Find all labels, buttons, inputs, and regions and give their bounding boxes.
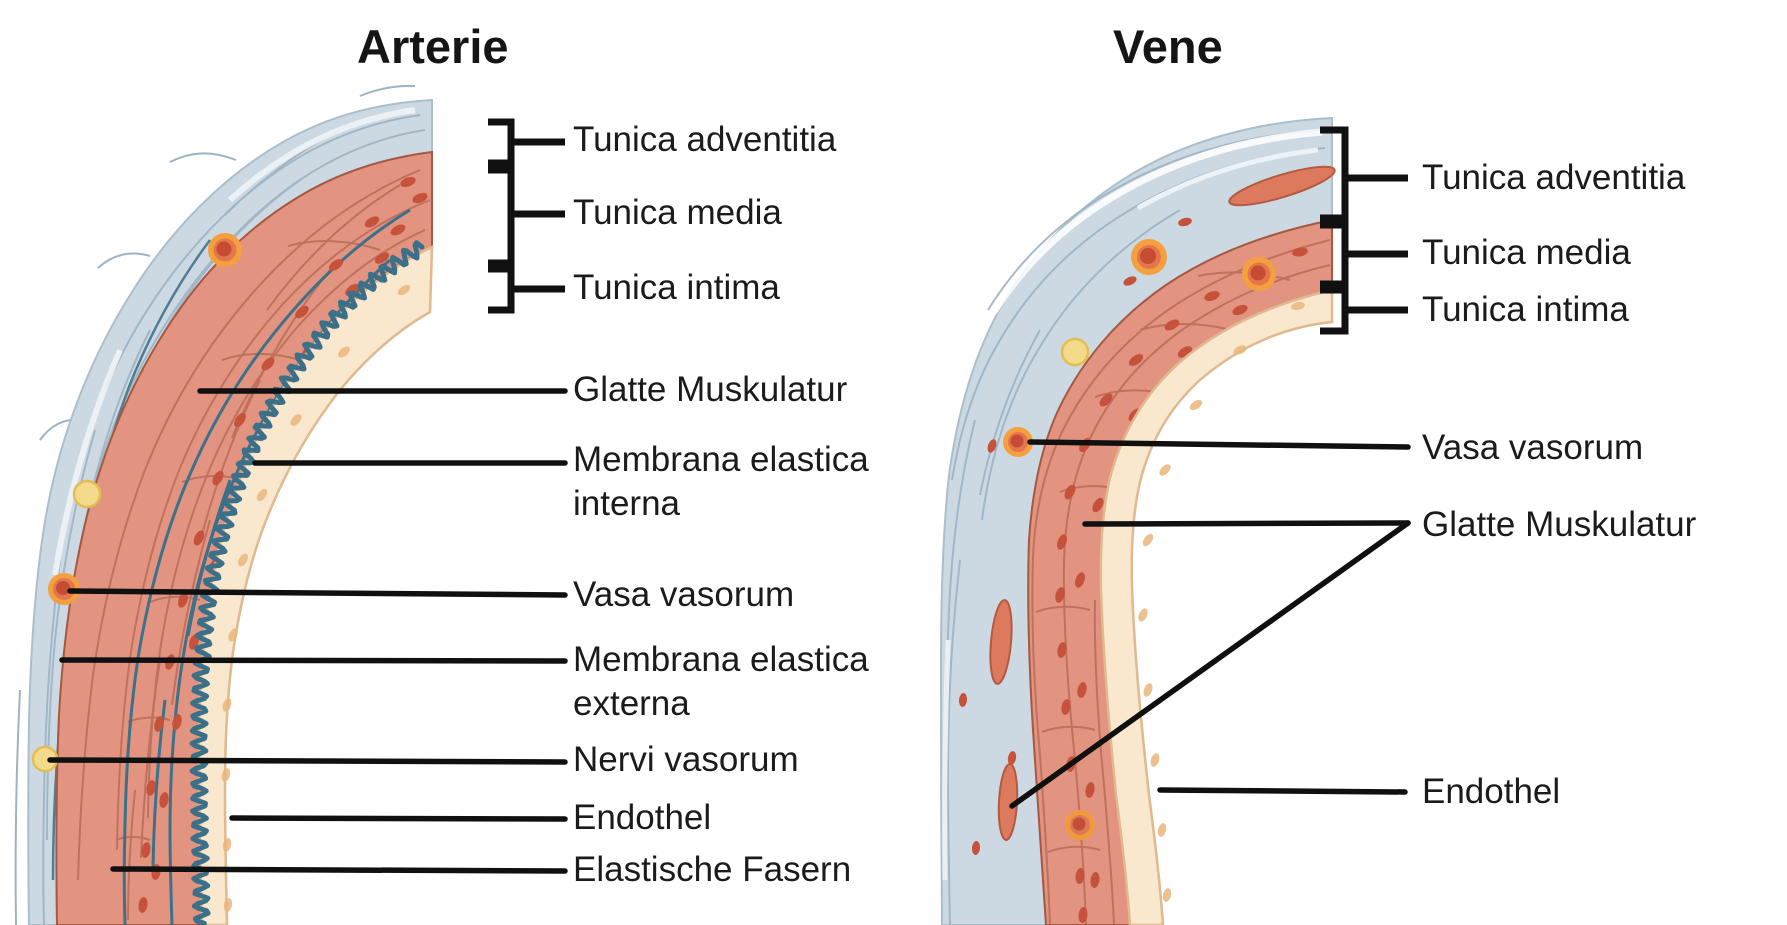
vein-label-tunica-media: Tunica media bbox=[1422, 233, 1631, 272]
leader-vasa-vasorum bbox=[67, 588, 568, 598]
artery-label-tunica-intima: Tunica intima bbox=[573, 268, 780, 307]
leader-nervi-vasorum bbox=[47, 757, 568, 765]
vein-label-glatte-muskulatur: Glatte Muskulatur bbox=[1422, 505, 1697, 544]
vein-nervi-vasorum-cell bbox=[1060, 337, 1090, 367]
vein-illustration bbox=[940, 116, 1336, 925]
vein-label-vasa-vasorum: Vasa vasorum bbox=[1422, 428, 1644, 467]
artery-illustration bbox=[14, 84, 434, 925]
artery-label-tunica-media: Tunica media bbox=[573, 193, 782, 232]
artery-membrana-elastica-interna bbox=[189, 240, 425, 925]
artery-label-elastische-fasern: Elastische Fasern bbox=[573, 850, 852, 889]
vein-adventitia-highlights bbox=[942, 128, 1323, 881]
vein-vasa-vasorum-cell-labeled bbox=[1003, 427, 1033, 457]
vein-layer-brackets bbox=[1320, 126, 1408, 335]
artery-title: Arterie bbox=[357, 20, 509, 73]
vein-intima-dots bbox=[1138, 301, 1305, 902]
artery-label-endothel: Endothel bbox=[573, 798, 712, 837]
leader-vein-glatte-muskulatur-1 bbox=[1082, 520, 1411, 527]
vein-label-tunica-intima: Tunica intima bbox=[1422, 290, 1629, 329]
artery-label-glatte-muskulatur: Glatte Muskulatur bbox=[573, 370, 848, 409]
vein-adventitia-nuclei bbox=[958, 217, 1192, 855]
artery-label-nervi-vasorum: Nervi vasorum bbox=[573, 740, 799, 779]
leader-vein-glatte-muskulatur-2 bbox=[1009, 520, 1411, 809]
leader-vein-vasa-vasorum bbox=[1027, 439, 1411, 450]
artery-label-membrana-elastica-externa: Membrana elastica externa bbox=[573, 640, 869, 723]
artery-label-vasa-vasorum: Vasa vasorum bbox=[573, 575, 795, 614]
artery-vasa-vasorum-cell-lower bbox=[48, 573, 80, 605]
vein-bracket-tunica-adventitia bbox=[1320, 126, 1349, 222]
artery-leader-lines bbox=[47, 388, 568, 874]
vein-adventitia-muscle-patches bbox=[989, 165, 1336, 841]
vein-leader-lines bbox=[1009, 439, 1411, 809]
artery-vasa-vasorum-cell-upper bbox=[208, 233, 242, 267]
leader-vein-endothel bbox=[1157, 787, 1408, 795]
vein-title: Vene bbox=[1113, 20, 1223, 73]
artery-layer-brackets bbox=[488, 118, 565, 314]
artery-label-tunica-adventitia: Tunica adventitia bbox=[573, 120, 837, 159]
artery-adventitia-highlights bbox=[52, 107, 416, 576]
artery-bracket-tunica-adventitia bbox=[488, 118, 515, 167]
vein-label-tunica-adventitia: Tunica adventitia bbox=[1422, 158, 1686, 197]
vein-vasa-vasorum-cell-top-left bbox=[1131, 239, 1167, 275]
artery-nervi-vasorum-cell-upper bbox=[72, 479, 102, 509]
artery-bracket-tunica-intima bbox=[488, 265, 515, 314]
artery-label-membrana-elastica-interna: Membrana elastica interna bbox=[573, 440, 869, 523]
vein-media-cell bbox=[1065, 810, 1095, 840]
leader-elastische-fasern bbox=[110, 866, 568, 874]
vein-label-endothel: Endothel bbox=[1422, 772, 1561, 811]
leader-endothel bbox=[229, 815, 568, 822]
artery-intima-dots bbox=[221, 284, 411, 912]
leader-membrana-elastica-externa bbox=[59, 657, 568, 664]
vein-vasa-vasorum-cell-top-right bbox=[1242, 257, 1276, 291]
artery-bracket-tunica-media bbox=[488, 166, 515, 267]
